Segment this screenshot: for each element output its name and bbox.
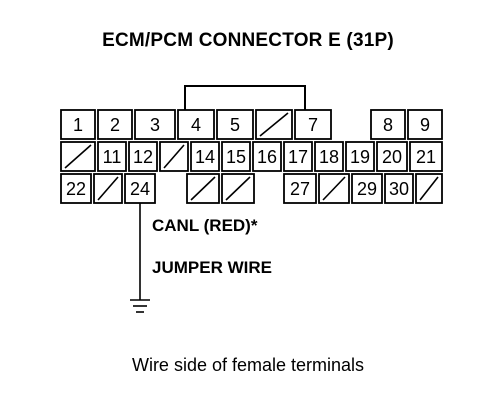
svg-text:4: 4 <box>191 115 201 135</box>
svg-text:15: 15 <box>226 147 246 167</box>
svg-text:11: 11 <box>103 147 122 167</box>
svg-text:7: 7 <box>308 115 318 135</box>
terminal-cell: 8 <box>370 109 406 140</box>
svg-text:30: 30 <box>389 179 409 199</box>
terminal-cell: 22 <box>60 173 92 204</box>
terminal-cell: 14 <box>190 141 220 172</box>
unused-terminal-cell <box>318 173 350 204</box>
svg-text:20: 20 <box>382 147 402 167</box>
terminal-cell: 18 <box>314 141 344 172</box>
svg-text:24: 24 <box>130 179 150 199</box>
svg-text:2: 2 <box>110 115 120 135</box>
unused-terminal-cell <box>93 173 123 204</box>
unused-terminal-cell <box>415 173 443 204</box>
terminal-cell: 30 <box>384 173 414 204</box>
svg-text:17: 17 <box>288 147 308 167</box>
unused-terminal-cell <box>255 109 293 140</box>
terminal-cell: 27 <box>283 173 317 204</box>
jumper-wire-label: JUMPER WIRE <box>152 258 272 277</box>
connector-row-1: 1 2 3 4 5 7 8 9 <box>60 109 443 140</box>
terminal-cell: 4 <box>177 109 215 140</box>
svg-text:3: 3 <box>150 115 160 135</box>
diagram-caption: Wire side of female terminals <box>131 355 365 375</box>
svg-text:18: 18 <box>319 147 339 167</box>
wire-color-label: CANL (RED)* <box>152 216 258 235</box>
terminal-cell: 12 <box>128 141 158 172</box>
terminal-cell-probed: 24 <box>124 173 156 204</box>
connector-row-2: 11 12 14 15 16 17 18 19 20 21 <box>60 141 443 172</box>
svg-text:21: 21 <box>416 147 436 167</box>
unused-terminal-cell <box>159 141 189 172</box>
terminal-cell: 3 <box>134 109 176 140</box>
svg-text:22: 22 <box>66 179 86 199</box>
svg-text:27: 27 <box>290 179 310 199</box>
terminal-cell: 15 <box>221 141 251 172</box>
terminal-cell: 7 <box>294 109 332 140</box>
svg-text:9: 9 <box>420 115 430 135</box>
svg-text:8: 8 <box>383 115 393 135</box>
terminal-cell: 1 <box>60 109 96 140</box>
connector-row-3: 22 24 27 29 30 <box>60 173 443 204</box>
svg-text:29: 29 <box>357 179 377 199</box>
unused-terminal-cell <box>60 141 96 172</box>
svg-text:19: 19 <box>350 147 370 167</box>
terminal-cell: 20 <box>376 141 408 172</box>
unused-terminal-cell <box>221 173 255 204</box>
terminal-cell: 16 <box>252 141 282 172</box>
terminal-cell: 29 <box>351 173 383 204</box>
unused-terminal-cell <box>186 173 220 204</box>
terminal-cell: 21 <box>409 141 443 172</box>
terminal-cell: 19 <box>345 141 375 172</box>
svg-text:5: 5 <box>230 115 240 135</box>
svg-text:16: 16 <box>257 147 277 167</box>
ground-icon <box>130 299 150 313</box>
terminal-cell: 11 <box>97 141 127 172</box>
svg-text:12: 12 <box>133 147 153 167</box>
terminal-cell: 2 <box>97 109 133 140</box>
terminal-cell: 5 <box>216 109 254 140</box>
svg-text:14: 14 <box>195 147 215 167</box>
terminal-cell: 9 <box>407 109 443 140</box>
connector-lock-tab <box>184 85 306 110</box>
svg-text:1: 1 <box>73 115 83 135</box>
terminal-cell: 17 <box>283 141 313 172</box>
diagram-title: ECM/PCM CONNECTOR E (31P) <box>102 30 394 51</box>
